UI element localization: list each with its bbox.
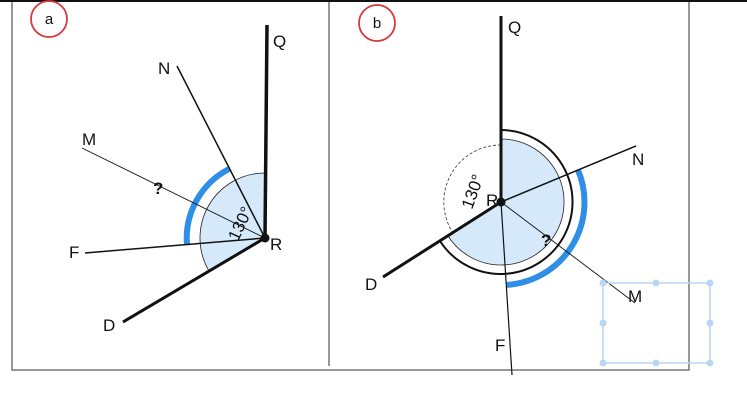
resize-handle[interactable]	[706, 359, 714, 367]
unknown-angle-label: ?	[541, 231, 551, 250]
resize-handle[interactable]	[652, 279, 660, 287]
point-R	[496, 197, 506, 207]
label-Q: Q	[508, 18, 521, 37]
selection-box[interactable]	[599, 279, 714, 367]
resize-handles[interactable]	[599, 279, 714, 367]
panel-a-tag: a	[45, 11, 54, 28]
unknown-angle-label: ?	[153, 179, 163, 198]
resize-handle[interactable]	[652, 359, 660, 367]
ray-D	[382, 200, 502, 279]
panel-b: b Q N M F D R ? 130°	[358, 4, 644, 376]
panel-b-tag-circle	[358, 4, 396, 42]
label-Q: Q	[273, 32, 286, 51]
selection-outline[interactable]	[602, 282, 711, 364]
unknown-angle-arc	[183, 166, 231, 246]
label-D: D	[365, 275, 377, 294]
ray-M	[81, 147, 266, 239]
label-F: F	[69, 243, 79, 262]
unknown-angle-arc	[505, 168, 588, 288]
resize-handle[interactable]	[599, 319, 607, 327]
label-F: F	[495, 336, 505, 355]
resize-handle[interactable]	[706, 279, 714, 287]
resize-handle[interactable]	[599, 359, 607, 367]
label-M: M	[628, 287, 642, 306]
label-D: D	[103, 316, 115, 335]
panel-a-tag-circle	[30, 0, 68, 38]
ray-F	[84, 237, 266, 254]
panel-b-tag: b	[373, 15, 381, 32]
reflex-angle-arc	[439, 129, 574, 275]
label-N: N	[632, 150, 644, 169]
label-R: R	[486, 191, 498, 210]
ray-D	[122, 236, 266, 324]
angle-label-130: 130°	[458, 172, 488, 212]
ray-N	[176, 65, 266, 239]
label-R: R	[270, 235, 282, 254]
ray-M	[500, 201, 636, 304]
ray-F	[500, 201, 513, 376]
frame	[11, 2, 690, 371]
shaded-sector	[447, 138, 565, 266]
label-M: M	[82, 130, 96, 149]
resize-handle[interactable]	[706, 319, 714, 327]
panel-a: a Q N M F D R ? 130°	[30, 0, 286, 335]
label-N: N	[158, 59, 170, 78]
resize-handle[interactable]	[599, 279, 607, 287]
ray-Q	[263, 24, 269, 239]
ray-N	[500, 145, 637, 203]
angle-arc-130	[443, 144, 502, 234]
point-R	[260, 233, 270, 243]
